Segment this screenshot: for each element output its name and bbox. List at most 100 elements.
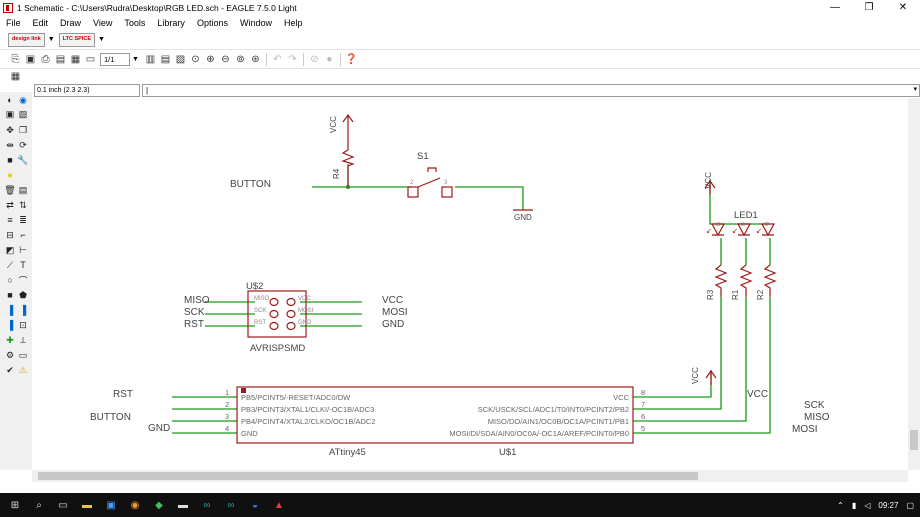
rect-icon[interactable]: ■ <box>7 290 13 300</box>
menu-edit[interactable]: Edit <box>32 17 49 28</box>
cam-icon[interactable]: ▤ <box>55 53 66 65</box>
split-icon[interactable]: ◩ <box>5 244 15 255</box>
script-icon[interactable]: ▤ <box>160 53 171 65</box>
zoom-fit-icon[interactable]: ⊙ <box>191 53 200 65</box>
net-icon[interactable]: ▐ <box>19 305 27 315</box>
zoom-select-icon[interactable]: ⊛ <box>251 53 260 65</box>
go-icon[interactable]: ● <box>326 53 333 65</box>
vertical-scrollbar[interactable] <box>908 98 920 470</box>
miter-icon[interactable]: ⌐ <box>20 230 26 240</box>
show-icon[interactable]: ◉ <box>19 94 27 105</box>
chevron-down-icon[interactable]: ▾ <box>913 86 917 93</box>
circle-icon[interactable]: ○ <box>7 275 13 285</box>
rotate-icon[interactable]: ⟳ <box>19 139 27 150</box>
wire-icon[interactable]: ⟋ <box>6 259 14 270</box>
stop-icon[interactable]: ⊘ <box>310 53 319 65</box>
menu-window[interactable]: Window <box>239 17 272 28</box>
attribute-icon[interactable]: ✚ <box>6 334 14 345</box>
grid-icon[interactable]: ▦ <box>10 70 21 82</box>
wire-r1[interactable] <box>633 297 747 422</box>
network-icon[interactable]: ▮ <box>851 500 857 510</box>
replace-icon[interactable]: ⇅ <box>19 199 27 210</box>
copy-icon[interactable]: ❐ <box>18 124 28 135</box>
scrollbar-thumb[interactable] <box>38 472 698 480</box>
change-icon[interactable]: 🔧 <box>17 154 29 165</box>
zoom-out-icon[interactable]: ⊖ <box>221 53 230 65</box>
use-library-icon[interactable]: ▥ <box>145 53 156 65</box>
zoom-redraw-icon[interactable]: ⊚ <box>236 53 245 65</box>
menu-library[interactable]: Library <box>157 17 185 28</box>
move-icon[interactable]: ✥ <box>6 124 14 135</box>
erc-icon[interactable]: ✔ <box>6 364 14 375</box>
menu-draw[interactable]: Draw <box>60 17 82 28</box>
gateswap-icon[interactable]: ▭ <box>18 349 28 360</box>
chevron-down-icon[interactable]: ▼ <box>132 55 139 63</box>
wire-header-right[interactable] <box>300 301 362 327</box>
junction-icon[interactable]: ▐ <box>6 320 14 330</box>
value-icon[interactable]: ≣ <box>19 214 27 225</box>
arduino-icon[interactable]: ∞ <box>227 499 235 511</box>
volume-icon[interactable]: ◁ <box>864 500 871 510</box>
arduino-icon[interactable]: ∞ <box>203 499 211 511</box>
group-icon[interactable]: ■ <box>7 155 13 165</box>
mirror-icon[interactable]: ⇹ <box>6 139 14 150</box>
info-icon[interactable]: ◐ <box>7 95 13 105</box>
schematic-canvas[interactable]: ↙ ↙ ↙ S1 LED1 U$2 AVRISPSMD ATtiny45 U$1… <box>32 98 908 470</box>
open-icon[interactable]: ⎘ <box>11 53 20 65</box>
wire-mcu-left[interactable] <box>172 396 237 434</box>
dimension-icon[interactable]: ⟂ <box>19 334 26 345</box>
search-icon[interactable]: ⌕ <box>36 499 42 511</box>
horizontal-scrollbar[interactable] <box>32 470 908 482</box>
sheet-icon[interactable]: ▭ <box>85 53 96 65</box>
menu-options[interactable]: Options <box>196 17 228 28</box>
notification-icon[interactable]: ▢ <box>906 500 914 510</box>
pinswap-icon[interactable]: ⇄ <box>6 199 14 210</box>
photoshop-icon[interactable]: ▣ <box>106 499 116 511</box>
app-icon[interactable]: ◆ <box>155 499 163 511</box>
wire-r2[interactable] <box>633 297 771 434</box>
wire-header-left[interactable] <box>205 301 255 327</box>
redo-icon[interactable]: ↷ <box>288 53 297 65</box>
run-ulp-icon[interactable]: ▨ <box>175 53 186 65</box>
menu-tools[interactable]: Tools <box>124 17 146 28</box>
board-switch-icon[interactable]: ▦ <box>70 53 81 65</box>
clock[interactable]: 09:27 <box>878 500 899 510</box>
eagle-taskbar-icon[interactable]: ▲ <box>274 499 284 511</box>
file-explorer-icon[interactable]: ▬ <box>82 499 92 511</box>
label-icon[interactable]: ⊡ <box>19 319 27 330</box>
display-icon[interactable]: ▣ <box>5 108 15 119</box>
minimize-button[interactable]: — <box>830 2 840 13</box>
wire-gnd-s1[interactable] <box>455 186 524 210</box>
delete-icon[interactable]: 🗑 <box>4 184 16 195</box>
name-icon[interactable]: ≡ <box>7 215 13 225</box>
menu-help[interactable]: Help <box>283 17 303 28</box>
mark-icon[interactable]: ▧ <box>18 108 28 119</box>
task-view-icon[interactable]: ▭ <box>58 499 68 511</box>
add-icon[interactable]: ▤ <box>18 184 28 195</box>
errors-warning-icon[interactable]: ⚠ <box>18 364 28 375</box>
sheet-select[interactable]: 1/1 <box>100 52 130 66</box>
maximize-button[interactable]: ❐ <box>864 2 874 13</box>
text-icon[interactable]: T <box>20 260 26 270</box>
help-icon[interactable]: ❓ <box>345 53 358 65</box>
scrollbar-thumb[interactable] <box>910 430 918 450</box>
wire-r3[interactable] <box>633 297 722 410</box>
app-icon[interactable]: ◒ <box>251 499 259 511</box>
ltspice-button[interactable]: LTC SPICE <box>58 32 95 47</box>
menu-view[interactable]: View <box>93 17 113 28</box>
menu-file[interactable]: File <box>6 17 21 28</box>
smash-icon[interactable]: ⊟ <box>6 229 14 240</box>
wire-led-res[interactable] <box>720 238 771 265</box>
chevron-down-icon[interactable]: ▼ <box>98 36 105 43</box>
bus-icon[interactable]: ▐ <box>6 305 14 315</box>
frame-icon[interactable]: ⚙ <box>5 349 15 360</box>
tray-up-icon[interactable]: ⌃ <box>837 500 844 510</box>
chevron-down-icon[interactable]: ▼ <box>47 36 55 43</box>
app-icon[interactable]: ▬ <box>178 499 188 511</box>
close-button[interactable]: ✕ <box>898 2 908 13</box>
undo-icon[interactable]: ↶ <box>273 53 282 65</box>
start-icon[interactable]: ⊞ <box>10 499 20 511</box>
save-icon[interactable]: ▣ <box>25 53 36 65</box>
invoke-icon[interactable]: ⊢ <box>19 244 27 255</box>
polygon-icon[interactable]: ⬟ <box>19 289 27 300</box>
